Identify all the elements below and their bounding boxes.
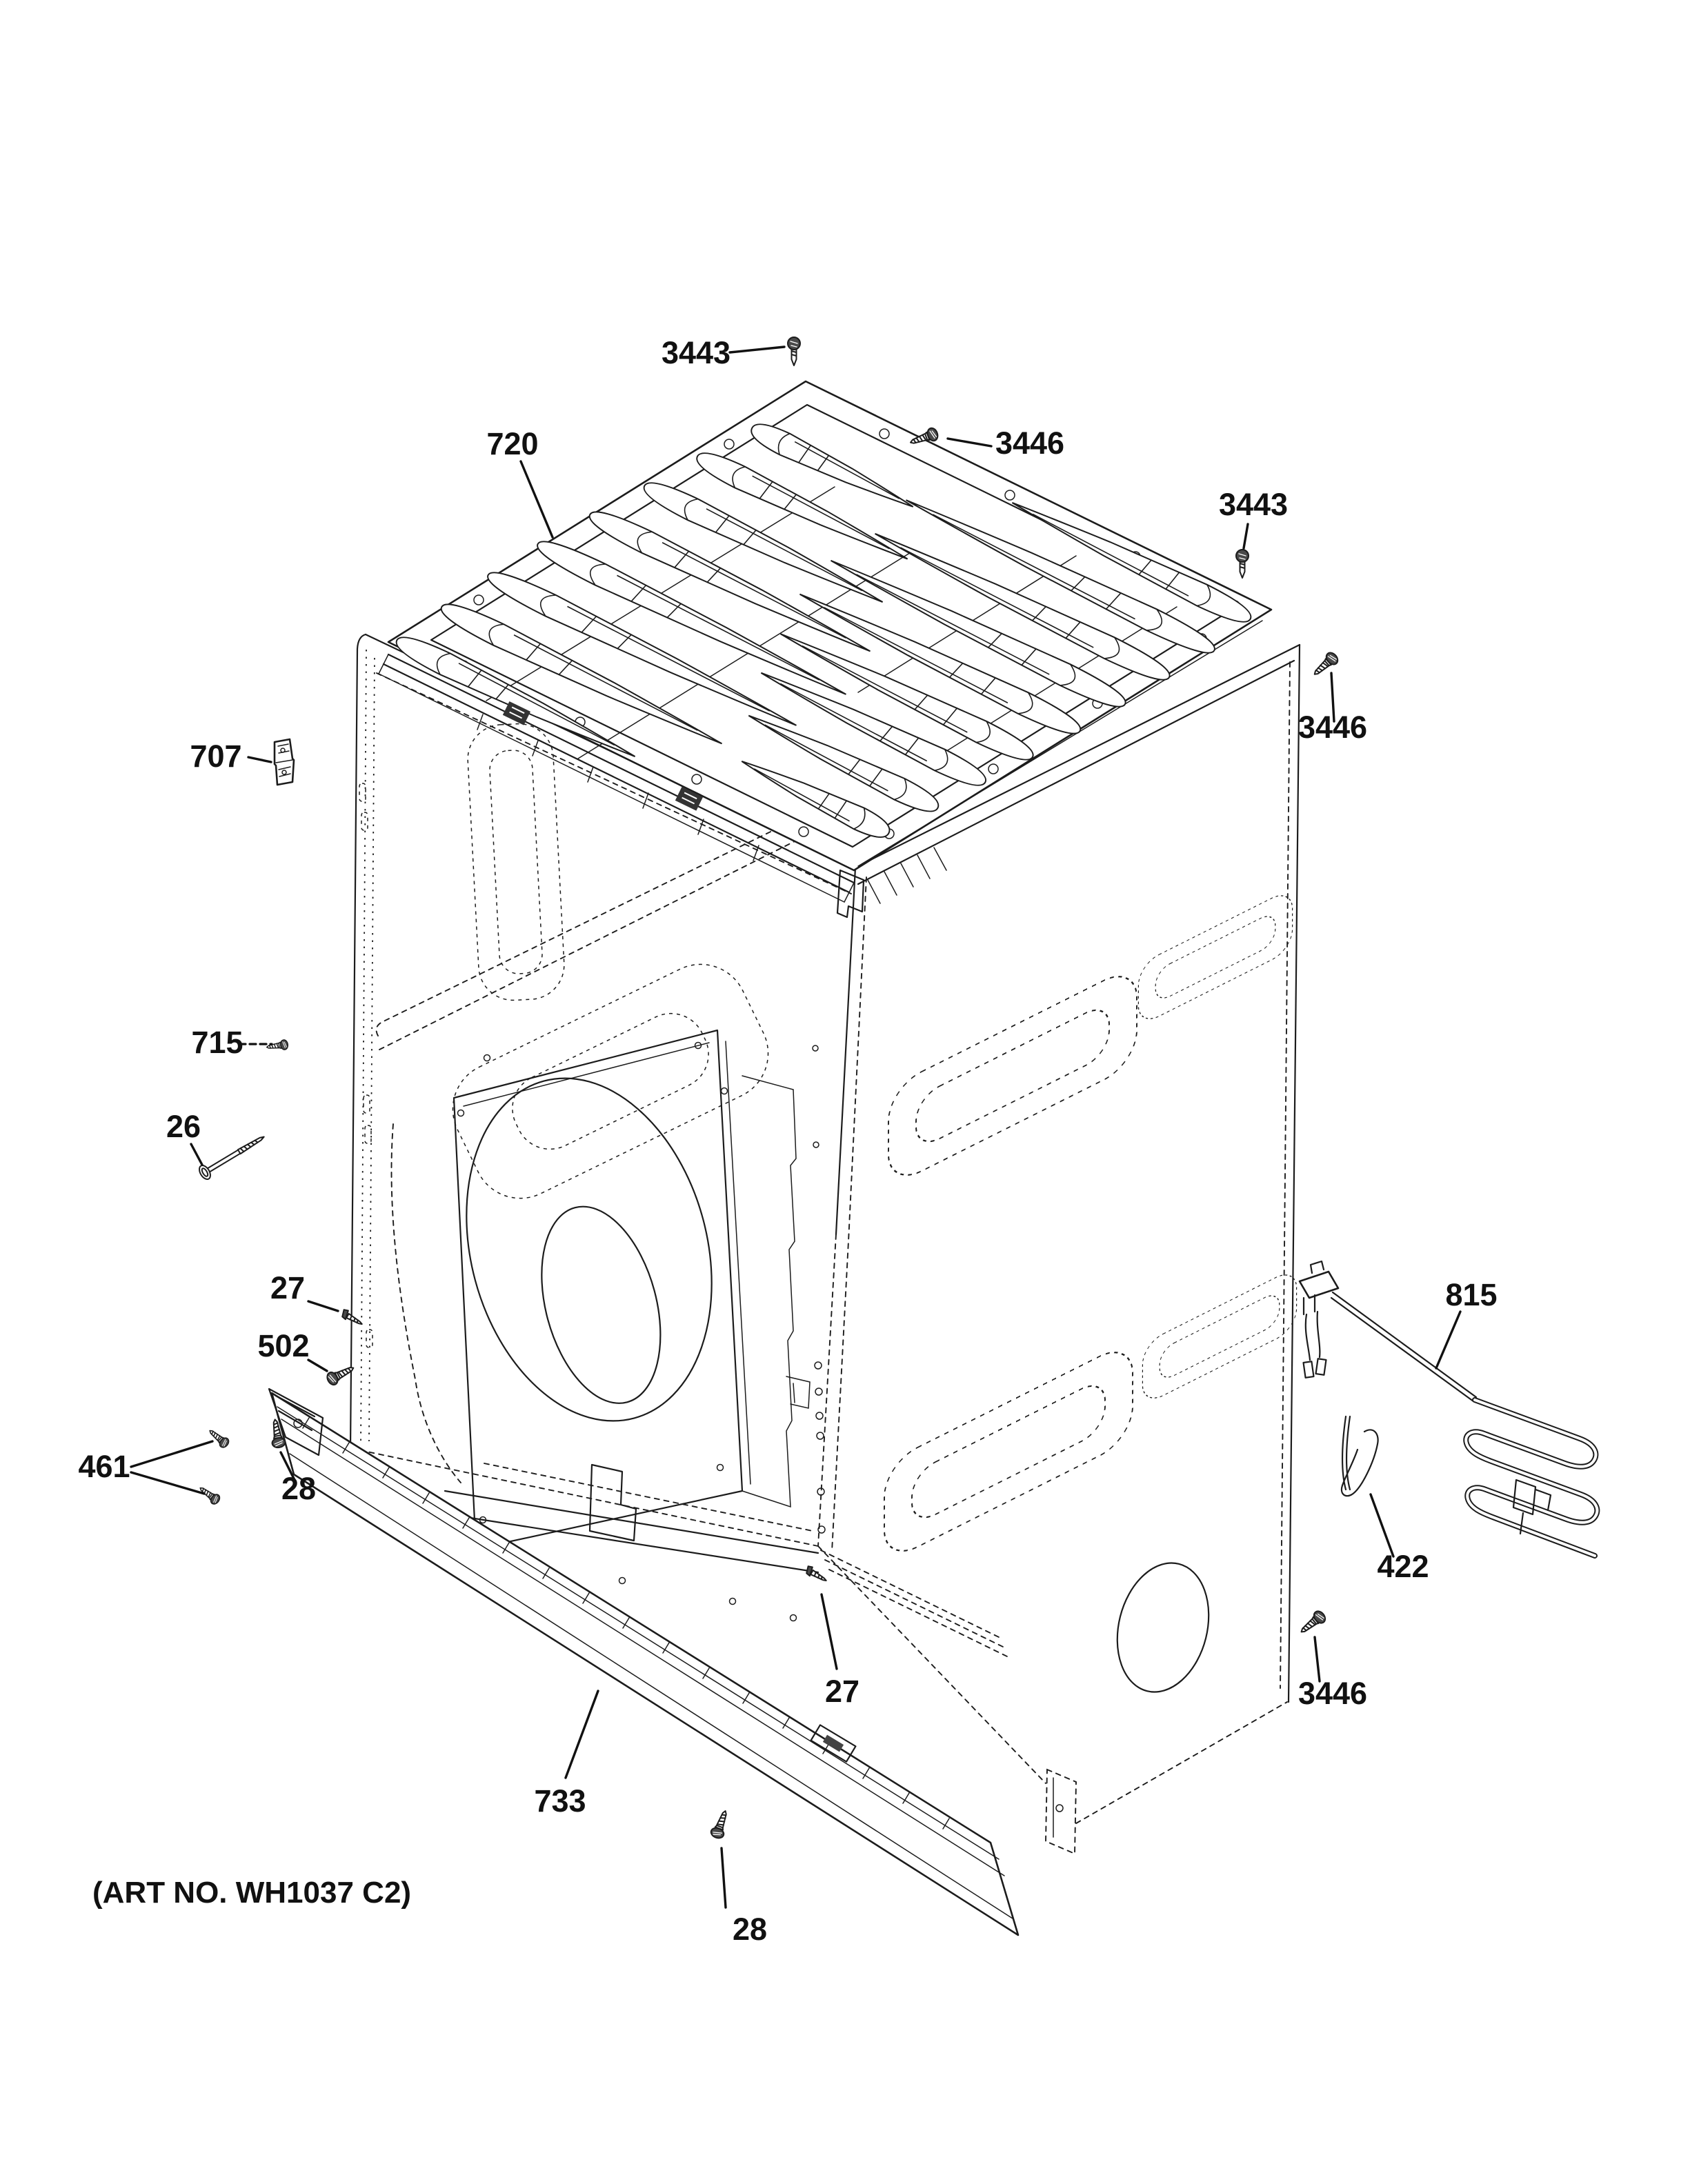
leader-720 xyxy=(519,460,554,539)
part-label-3446-top: 3446 xyxy=(995,425,1064,461)
leader-28-left xyxy=(279,1451,296,1481)
leader-27-left xyxy=(307,1300,339,1312)
part-label-27-left: 27 xyxy=(270,1270,305,1305)
leader-3446-top xyxy=(946,437,993,448)
leader-707 xyxy=(247,756,272,763)
front-bulkhead xyxy=(453,1029,797,1622)
leader-815 xyxy=(1435,1310,1462,1370)
screw-3443-right xyxy=(1235,549,1249,579)
leader-26 xyxy=(190,1143,203,1166)
leader-28-bottom xyxy=(720,1847,727,1909)
part-label-815: 815 xyxy=(1445,1277,1497,1312)
part-label-502: 502 xyxy=(257,1328,309,1363)
callout-labels: 3443 3446 720 3443 3446 707 715 26 27 50… xyxy=(78,335,1497,1947)
front-panel-hatch xyxy=(302,1417,950,1830)
part-label-3443-right: 3443 xyxy=(1219,487,1288,522)
part-label-3443-top: 3443 xyxy=(662,335,730,370)
leader-422 xyxy=(1369,1493,1395,1558)
part-label-3446-bottom: 3446 xyxy=(1298,1676,1367,1711)
part-label-26: 26 xyxy=(166,1109,201,1144)
leader-3443-top xyxy=(728,345,786,354)
side-emboss-2 xyxy=(1137,887,1293,1028)
cabinet-body xyxy=(349,633,1301,1855)
part-label-28-bottom: 28 xyxy=(733,1912,767,1947)
leader-lines xyxy=(130,345,1462,1909)
hinge-707 xyxy=(273,738,295,786)
leader-3443-right xyxy=(1242,523,1249,550)
part-label-715: 715 xyxy=(191,1025,243,1060)
leader-461 xyxy=(130,1440,214,1495)
leader-3446-right xyxy=(1330,672,1335,723)
top-panel-720 xyxy=(387,380,1273,872)
leader-502 xyxy=(307,1359,328,1372)
screw-461-b xyxy=(196,1483,222,1507)
side-vent-hole xyxy=(1116,1562,1210,1693)
screw-715 xyxy=(266,1039,289,1053)
top-front-trim-rails xyxy=(378,653,855,903)
part-label-3446-right: 3446 xyxy=(1298,710,1367,745)
wire-clip-422 xyxy=(1340,1415,1379,1497)
leader-733 xyxy=(564,1690,599,1779)
wire-terminal-1 xyxy=(1302,1361,1315,1379)
side-emboss-4 xyxy=(1142,1266,1298,1407)
part-label-707: 707 xyxy=(190,739,241,774)
leader-3446-bottom xyxy=(1313,1636,1321,1683)
pin-27-bottom xyxy=(804,1564,830,1585)
heating-element-815 xyxy=(1298,1260,1600,1559)
panel-latch-clip-1 xyxy=(502,701,531,725)
part-label-27-bottom: 27 xyxy=(825,1674,859,1709)
front-panel-733 xyxy=(268,1387,1020,1936)
blower-opening xyxy=(466,1077,713,1422)
interior-hidden-lines xyxy=(375,723,804,1483)
bolt-26 xyxy=(196,1130,269,1182)
part-label-720: 720 xyxy=(486,426,538,461)
screw-3443-top xyxy=(787,337,801,366)
part-label-461: 461 xyxy=(78,1449,130,1484)
screw-461-a xyxy=(206,1425,231,1450)
part-label-422: 422 xyxy=(1377,1549,1429,1584)
part-label-28-left: 28 xyxy=(281,1471,316,1506)
screw-28-bottom xyxy=(708,1807,733,1841)
screw-3446-bottom xyxy=(1296,1608,1329,1638)
leader-27-bottom xyxy=(820,1593,838,1670)
base-assembly xyxy=(444,1045,826,1574)
front-panel-latch xyxy=(810,1724,857,1763)
art-number: (ART NO. WH1037 C2) xyxy=(92,1876,411,1910)
screw-3446-right xyxy=(1309,650,1341,680)
panel-latch-clip-2 xyxy=(675,786,704,811)
side-emboss-1 xyxy=(887,963,1138,1189)
side-emboss-3 xyxy=(883,1339,1134,1565)
wire-terminal-2 xyxy=(1315,1358,1327,1376)
part-label-733: 733 xyxy=(534,1783,586,1819)
cabinet-right-panel xyxy=(817,643,1301,1855)
front-leveling-leg xyxy=(1045,1768,1077,1855)
